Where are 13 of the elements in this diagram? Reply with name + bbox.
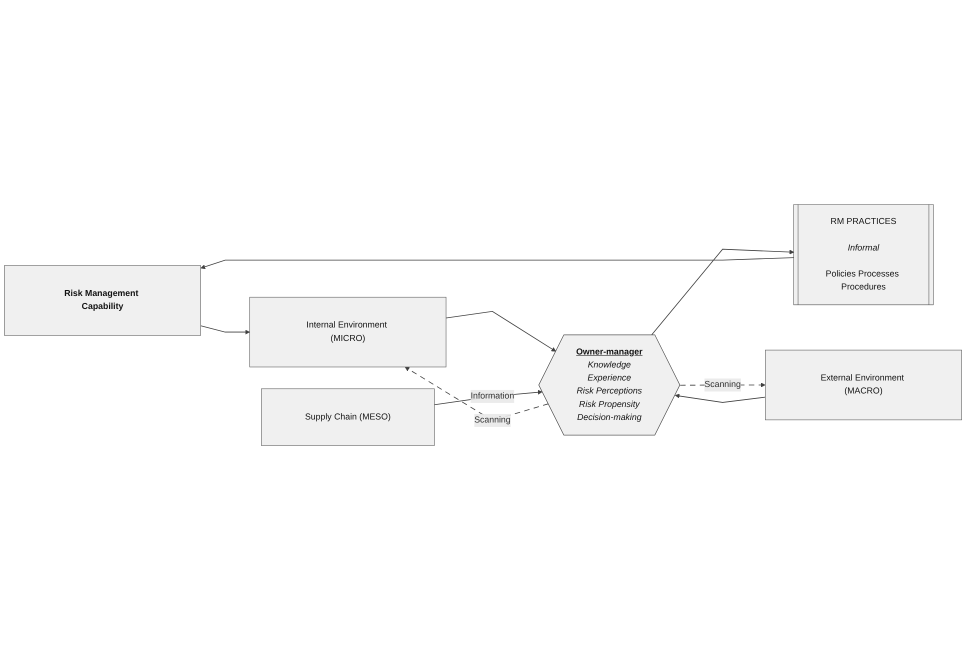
node-box: External Environment (MACRO) [765,350,962,420]
edge-label: Scanning [474,416,511,425]
arrow [651,248,794,336]
node-box: Risk Management Capability [4,265,201,336]
arrow [674,394,766,403]
node-box: Supply Chain (MESO) [261,388,435,446]
arrow [200,325,250,334]
edge-label: Information [470,392,514,401]
arrow [200,257,794,270]
arrow [434,390,543,406]
arrow [446,310,556,352]
node-box: Internal Environment (MICRO) [249,296,446,368]
edge-label: Scanning [704,380,741,390]
